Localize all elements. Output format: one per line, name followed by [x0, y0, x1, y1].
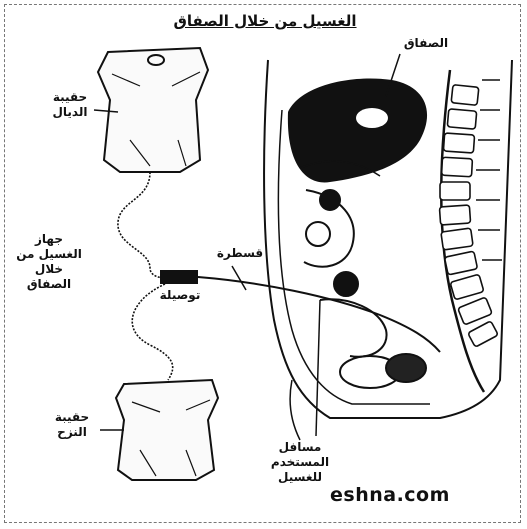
label-drain-bag: حقيبة النزح: [46, 410, 98, 440]
inflow-tube: [118, 172, 165, 278]
label-dialysis-device: جهاز الغسيل من خلال الصفاق: [16, 232, 82, 292]
dialysate-bag: [98, 48, 208, 172]
spine-hatching: [476, 80, 502, 260]
label-dialysis-fluid-space: مسافل المستخدم للغسيل: [250, 440, 350, 485]
connector: [160, 270, 198, 284]
drain-bag: [116, 380, 218, 480]
spine: [439, 70, 498, 392]
label-dialysate-bag: حقيبة الديال: [44, 90, 96, 120]
label-catheter: قسطرة: [210, 246, 270, 261]
label-connection: توصيلة: [150, 288, 210, 303]
label-peritoneum: الصفاق: [386, 36, 466, 51]
watermark-text: eshna.com: [330, 484, 450, 506]
diagram-title: الغسيل من خلال الصفاق: [150, 12, 380, 30]
abdominal-organ: [288, 78, 427, 182]
